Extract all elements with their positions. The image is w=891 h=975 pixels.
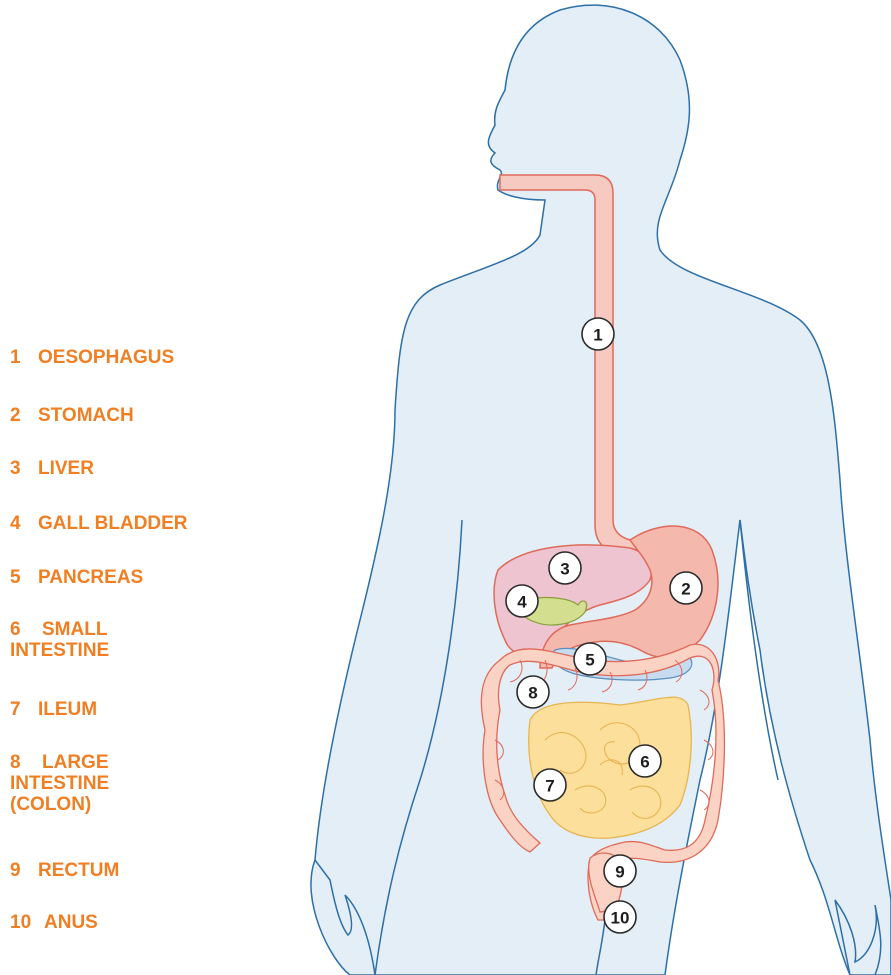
legend-number: 6 [10,619,42,640]
legend-number: 7 [10,699,38,720]
marker-number: 8 [528,684,537,703]
legend-number: 8 [10,752,42,773]
legend-number: 4 [10,513,38,534]
marker-number: 9 [615,863,624,882]
legend-number: 10 [10,912,44,933]
legend-number: 3 [10,458,38,479]
marker-number: 7 [545,777,554,796]
marker-6: 6 [629,745,661,777]
marker-5: 5 [574,643,606,675]
marker-3: 3 [549,552,581,584]
legend-label: ILEUM [38,699,97,720]
marker-number: 5 [585,651,594,670]
marker-7: 7 [534,769,566,801]
legend-number: 2 [10,405,38,426]
marker-number: 2 [681,580,690,599]
legend-label: RECTUM [38,860,119,881]
marker-number: 1 [593,326,602,345]
legend-label: PANCREAS [38,567,143,588]
legend-label: STOMACH [38,405,134,426]
marker-number: 3 [560,560,569,579]
marker-number: 6 [640,753,649,772]
legend-number: 1 [10,347,38,368]
marker-2: 2 [670,572,702,604]
small-intestine [529,697,692,838]
legend-label: ANUS [44,912,98,933]
legend-label: OESOPHAGUS [38,347,174,368]
marker-10: 10 [604,901,636,933]
marker-9: 9 [604,855,636,887]
legend-number: 9 [10,860,38,881]
legend-number: 5 [10,567,38,588]
marker-number: 10 [611,909,630,928]
marker-number: 4 [517,593,527,612]
legend-label: LIVER [38,458,94,479]
marker-8: 8 [517,676,549,708]
legend-label: GALL BLADDER [38,513,188,534]
marker-4: 4 [506,585,538,617]
marker-1: 1 [582,318,614,350]
